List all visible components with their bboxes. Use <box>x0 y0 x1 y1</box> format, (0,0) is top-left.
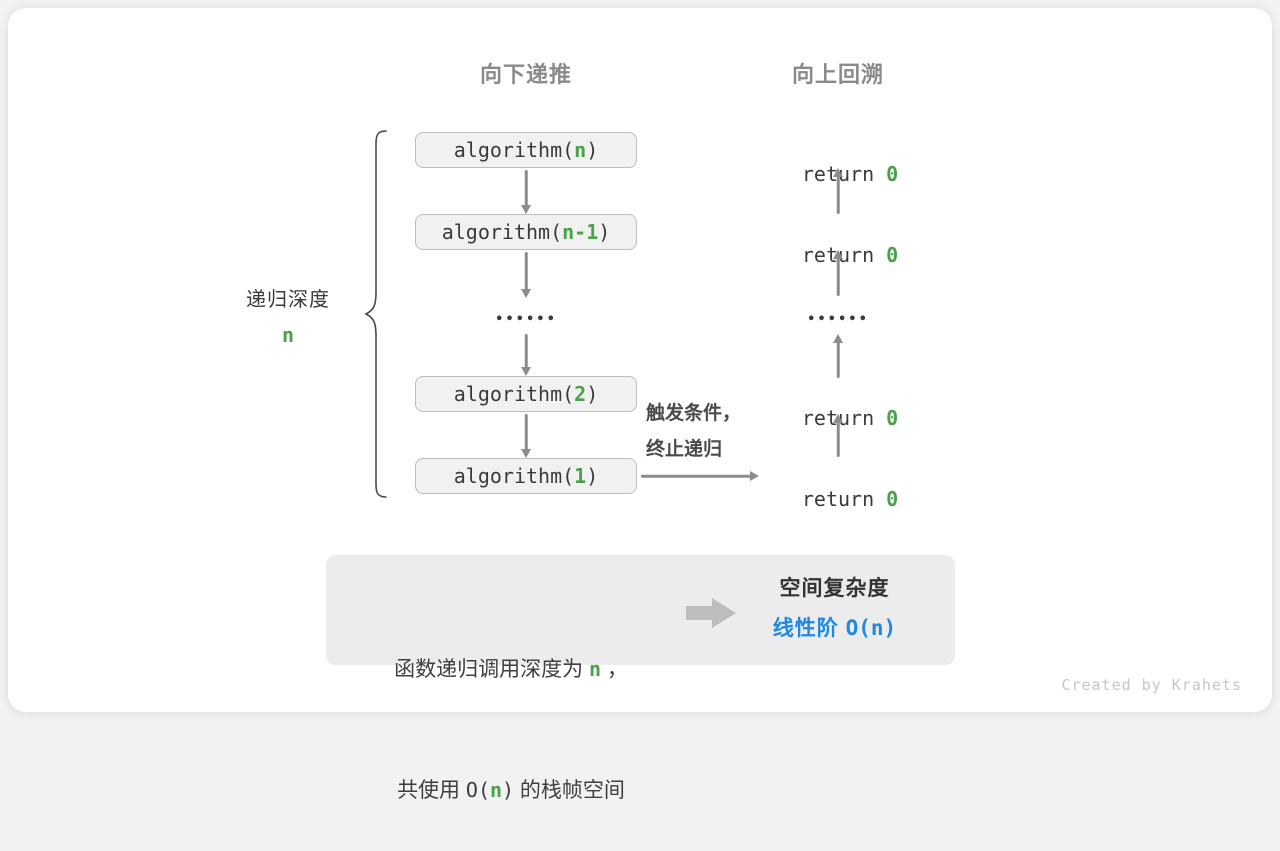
trigger-note-line2: 终止递归 <box>646 439 723 460</box>
up-arrow-icon <box>832 414 844 457</box>
return-statement: return 0 <box>763 463 913 511</box>
curly-brace <box>364 130 387 498</box>
return-statement: return 0 <box>763 138 913 186</box>
code-arg: n-1 <box>562 220 599 244</box>
code-arg: 1 <box>574 464 587 488</box>
code-arg: n <box>574 138 587 162</box>
return-keyword: return <box>801 487 887 511</box>
ellipsis-dots-left: •••••• <box>495 312 557 327</box>
down-arrow-icon <box>520 170 532 214</box>
complexity-order-label: 线性阶 <box>772 617 846 640</box>
up-arrow-icon <box>832 168 844 214</box>
right-arrow-icon <box>641 470 759 482</box>
summary-text: 共使用 <box>397 779 466 802</box>
complexity-big-o: O(n) <box>845 616 897 640</box>
down-arrow-icon <box>520 252 532 298</box>
up-arrow-icon <box>832 334 844 378</box>
header-upward-backtrack: 向上回溯 <box>791 62 884 87</box>
recursion-depth-label: 递归深度 n <box>203 283 373 347</box>
summary-result: 空间复杂度 线性阶 O(n) <box>742 572 927 642</box>
stack-box-algorithm-1: algorithm(1) <box>415 458 637 494</box>
up-arrow-icon <box>832 250 844 296</box>
return-value: 0 <box>886 406 899 430</box>
stack-box-algorithm-n-1: algorithm(n-1) <box>415 214 637 250</box>
recursion-depth-variable: n <box>281 323 295 347</box>
return-value: 0 <box>886 243 899 267</box>
return-value: 0 <box>886 162 899 186</box>
summary-panel <box>326 555 955 665</box>
big-o-open: O( <box>465 778 490 802</box>
return-statement: return 0 <box>763 382 913 430</box>
code-arg: 2 <box>574 382 587 406</box>
down-arrow-icon <box>520 414 532 458</box>
credit-text: Created by Krahets <box>1061 676 1242 694</box>
stack-box-algorithm-n: algorithm(n) <box>415 132 637 168</box>
code-text: algorithm( <box>453 464 575 488</box>
ellipsis-dots-right: •••••• <box>807 312 869 327</box>
block-arrow-icon <box>686 598 736 628</box>
trigger-note-line1: 触发条件， <box>646 403 742 424</box>
code-text: algorithm( <box>441 220 563 244</box>
code-text: ) <box>586 464 599 488</box>
return-value: 0 <box>886 487 899 511</box>
summary-text: ， <box>601 658 628 681</box>
summary-line2: 共使用 O(n) 的栈帧空间 <box>336 770 686 811</box>
code-text: algorithm( <box>453 382 575 406</box>
big-o-close: ) <box>502 778 515 802</box>
trigger-condition-note: 触发条件， 终止递归 <box>646 396 766 468</box>
code-text: ) <box>586 138 599 162</box>
stack-box-algorithm-2: algorithm(2) <box>415 376 637 412</box>
big-o-var: n <box>490 778 503 802</box>
return-keyword: return <box>801 162 887 186</box>
code-text: ) <box>586 382 599 406</box>
down-arrow-icon <box>520 334 532 376</box>
return-keyword: return <box>801 243 887 267</box>
summary-text: 函数递归调用深度为 <box>394 658 589 681</box>
header-downward-recursion: 向下递推 <box>479 62 572 87</box>
return-keyword: return <box>801 406 887 430</box>
summary-text: 的栈帧空间 <box>514 779 625 802</box>
summary-var-n: n <box>588 657 602 681</box>
return-statement: return 0 <box>763 219 913 267</box>
space-complexity-value: 线性阶 O(n) <box>742 612 927 642</box>
space-complexity-title: 空间复杂度 <box>779 577 890 600</box>
summary-explanation: 函数递归调用深度为 n ， 共使用 O(n) 的栈帧空间 <box>336 569 686 851</box>
summary-line1: 函数递归调用深度为 n ， <box>336 649 686 690</box>
code-text: algorithm( <box>453 138 575 162</box>
recursion-depth-text: 递归深度 <box>246 289 330 311</box>
code-text: ) <box>598 220 611 244</box>
